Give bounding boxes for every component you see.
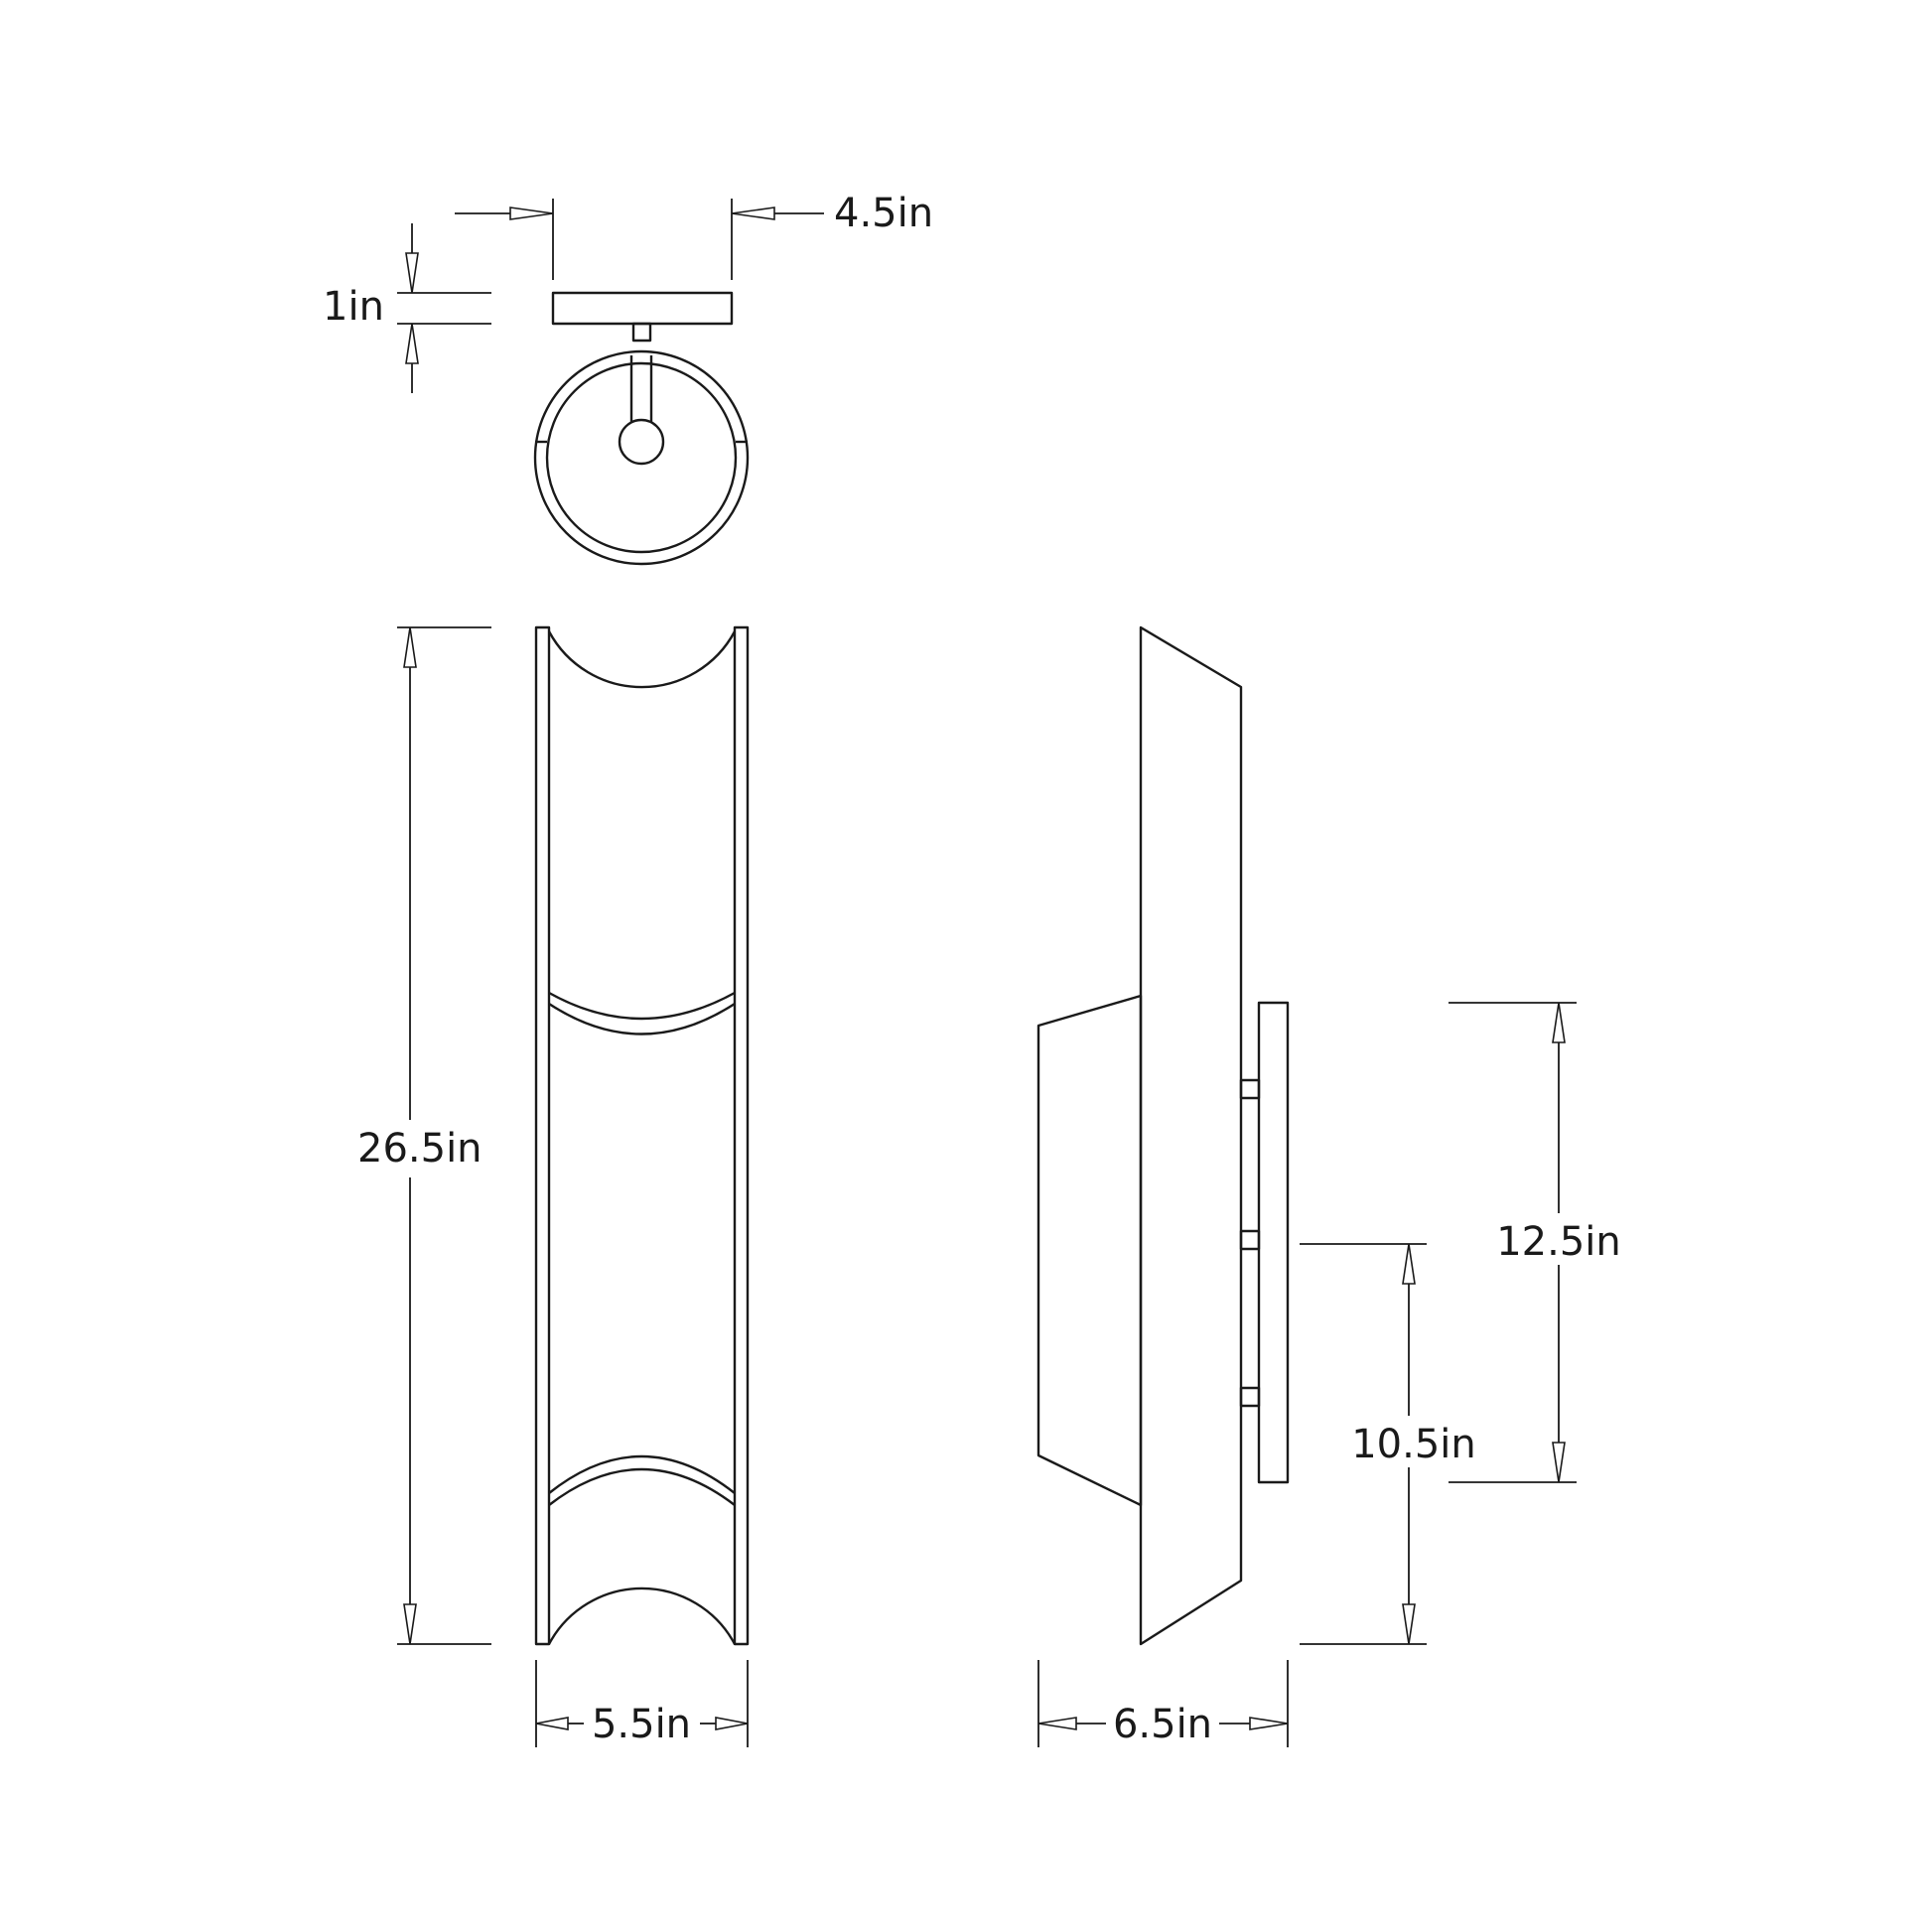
front-bottom-opening	[547, 1587, 737, 1645]
arrow-icon	[535, 1717, 569, 1730]
side-view	[1036, 625, 1290, 1646]
side-arm-middle	[1239, 1229, 1261, 1251]
front-rail-right	[733, 625, 750, 1646]
dim-label-side-depth: 6.5in	[1113, 1702, 1212, 1747]
arrow-icon	[403, 626, 417, 668]
dim-label-top-width: 4.5in	[834, 191, 933, 236]
dim-label-backplate-height: 12.5in	[1496, 1219, 1621, 1265]
arrow-icon	[1249, 1717, 1289, 1730]
arrow-icon	[1552, 1002, 1566, 1043]
dim-mount-height: 10.5in	[1300, 1243, 1476, 1645]
top-arm-stub	[631, 322, 652, 343]
top-socket	[618, 418, 665, 466]
side-cup	[1036, 994, 1143, 1507]
top-backplate	[551, 291, 734, 326]
side-backplate	[1257, 1001, 1290, 1484]
dim-side-depth: 6.5in	[1037, 1660, 1289, 1747]
arrow-icon	[1552, 1442, 1566, 1483]
side-shade	[1139, 625, 1243, 1646]
arrow-icon	[1402, 1603, 1416, 1645]
arrow-icon	[405, 252, 419, 294]
dim-front-height: 26.5in	[357, 626, 491, 1645]
dim-label-front-width: 5.5in	[592, 1702, 691, 1747]
arrow-icon	[509, 207, 554, 220]
top-shade-inner	[545, 361, 738, 554]
arrow-icon	[405, 323, 419, 364]
arrow-icon	[1402, 1243, 1416, 1285]
dim-front-width: 5.5in	[535, 1660, 749, 1747]
dim-top-width: 4.5in	[455, 191, 933, 280]
front-lower-cup-inner	[548, 1454, 736, 1494]
front-lower-cup-outer	[548, 1467, 736, 1506]
dim-backplate-height: 12.5in	[1449, 1002, 1623, 1483]
dim-label-plate-depth: 1in	[323, 284, 384, 330]
top-view	[533, 291, 750, 566]
arrow-icon	[731, 207, 775, 220]
side-arm-lower	[1239, 1386, 1261, 1408]
dim-plate-depth: 1in	[323, 223, 491, 393]
dim-label-front-height: 26.5in	[357, 1126, 483, 1172]
front-upper-cup-inner	[548, 1002, 736, 1035]
front-top-opening	[547, 630, 737, 689]
arrow-icon	[403, 1603, 417, 1645]
front-rail-left	[534, 625, 551, 1646]
side-arm-upper	[1239, 1078, 1261, 1100]
dim-label-mount-height: 10.5in	[1351, 1422, 1476, 1467]
top-shade-outer	[533, 349, 750, 566]
arrow-icon	[715, 1717, 749, 1730]
arrow-icon	[1037, 1717, 1077, 1730]
front-upper-cup-outer	[548, 991, 736, 1021]
front-view	[534, 625, 750, 1646]
